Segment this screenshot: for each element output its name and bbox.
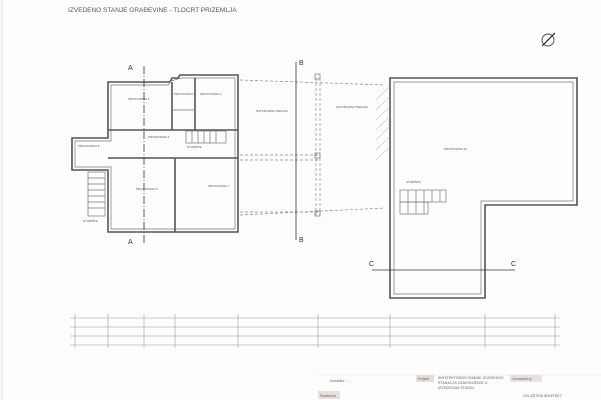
left-building: PROSTORIJA 1 PROSTORIJA 2 PROSTORIJA 3 P… <box>71 65 239 246</box>
section-c-label: C <box>511 261 516 268</box>
stairs-outside <box>87 171 106 217</box>
room-label: PROSTORIJA 1 <box>128 97 150 101</box>
dimension-lines <box>70 314 560 348</box>
stairs-inside <box>185 130 227 144</box>
section-a-label: A <box>128 65 133 72</box>
number-label: Oznaka/broj <box>512 377 532 381</box>
section-a-label: A <box>128 239 133 246</box>
project-label: Projekt <box>418 377 429 381</box>
room-label: PROSTORIJA 2 <box>174 92 196 96</box>
covered-terrace: B B NATKRIVENA TERASA NATKRIVENA TERASA <box>239 60 386 244</box>
room-label: PROSTORIJA 6 <box>136 187 158 191</box>
section-b-label: B <box>299 237 304 244</box>
title-block: Investitor: ... Projekt ARHITEKTONSKI SN… <box>318 374 601 399</box>
room-label: PROSTORIJA 10 <box>444 147 467 151</box>
room-label: NATKRIVENA TERASA <box>256 109 288 113</box>
project-description: ARHITEKTONSKI SNIMAK IZVEDENOG STANJA ZA… <box>438 376 504 390</box>
room-label: PROSTORIJA 5 <box>78 144 100 148</box>
author-label: OVLAŠTENI ARHITEKT <box>523 393 563 398</box>
room-label: STUBIŠTE <box>83 218 98 223</box>
investor-text: Investitor: ... <box>330 379 350 383</box>
room-label: NATKRIVENA TERASA <box>336 105 368 109</box>
room-label: PROSTORIJA 4 <box>148 135 170 139</box>
stairs-right <box>399 189 447 215</box>
drawn-label: Radionica <box>320 394 336 398</box>
room-label: PROSTORIJA 3 <box>200 92 222 96</box>
room-label: STUBIŠTE <box>406 179 421 184</box>
room-label: PROSTORIJA 7 <box>208 184 230 188</box>
room-label: STUBIŠTE <box>187 144 202 149</box>
section-b-label: B <box>299 60 304 67</box>
north-arrow-icon <box>541 32 556 47</box>
right-building: PROSTORIJA 10 STUBIŠTE C C <box>369 77 578 299</box>
section-c-label: C <box>369 261 374 268</box>
drawing-title: IZVEDENO STANJE GRAĐEVINE - TLOCRT PRIZE… <box>68 7 237 14</box>
